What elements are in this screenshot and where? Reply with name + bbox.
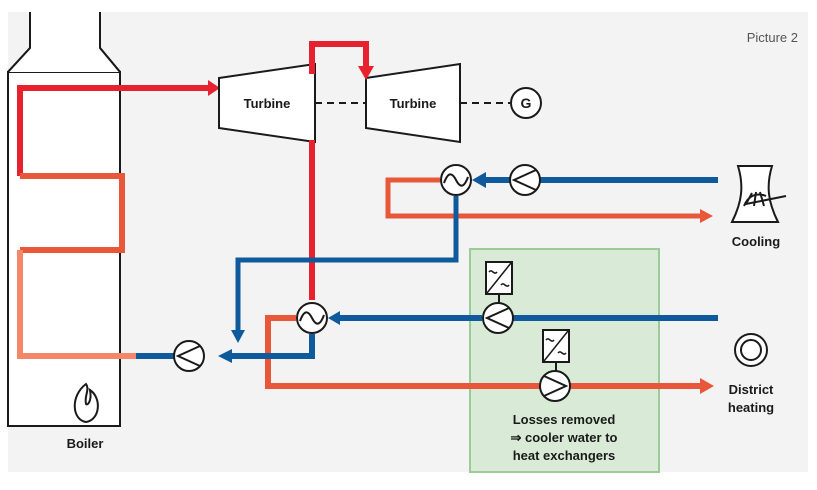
boiler-hot-coil bbox=[20, 173, 125, 253]
steam-crossover-pipe bbox=[309, 41, 369, 74]
district-heat-exchanger-icon bbox=[296, 302, 328, 334]
district-heating-label-line2: heating bbox=[728, 400, 774, 415]
district-heating-label-line1: District bbox=[729, 382, 774, 397]
cooling-tower-icon bbox=[730, 165, 787, 223]
turbine-2 bbox=[365, 62, 461, 144]
cooling-pump-icon bbox=[509, 164, 541, 196]
frequency-converter-icon-1 bbox=[485, 261, 513, 303]
picture-label: Picture 2 bbox=[747, 30, 798, 45]
losses-text-line1: Losses removed bbox=[513, 412, 616, 427]
frequency-converter-icon-2 bbox=[542, 329, 570, 371]
boiler-label: Boiler bbox=[67, 436, 104, 451]
boiler-steam-coil bbox=[17, 85, 208, 176]
district-heating-icon bbox=[734, 333, 768, 367]
cooling-heat-exchanger-icon bbox=[440, 164, 472, 196]
cooling-label: Cooling bbox=[732, 234, 780, 249]
generator bbox=[510, 87, 542, 119]
feed-pump-icon bbox=[173, 340, 205, 372]
condensate-pipe bbox=[230, 334, 315, 359]
turbine-1-label: Turbine bbox=[244, 96, 291, 111]
turbine-2-label: Turbine bbox=[390, 96, 437, 111]
flame-icon bbox=[73, 382, 99, 424]
cooling-hot-pipe bbox=[385, 177, 700, 219]
steam-arrow-head bbox=[208, 80, 220, 96]
cooling-condensate-pipe bbox=[235, 196, 459, 330]
district-supply-pump-icon bbox=[539, 370, 571, 402]
district-supply-pipe bbox=[265, 315, 540, 389]
losses-text-line2: ⇒ cooler water to bbox=[511, 430, 618, 445]
boiler-warm-coil bbox=[17, 250, 140, 359]
district-return-pump-icon bbox=[482, 302, 514, 334]
generator-label: G bbox=[521, 95, 532, 111]
losses-text-line3: heat exchangers bbox=[513, 448, 616, 463]
